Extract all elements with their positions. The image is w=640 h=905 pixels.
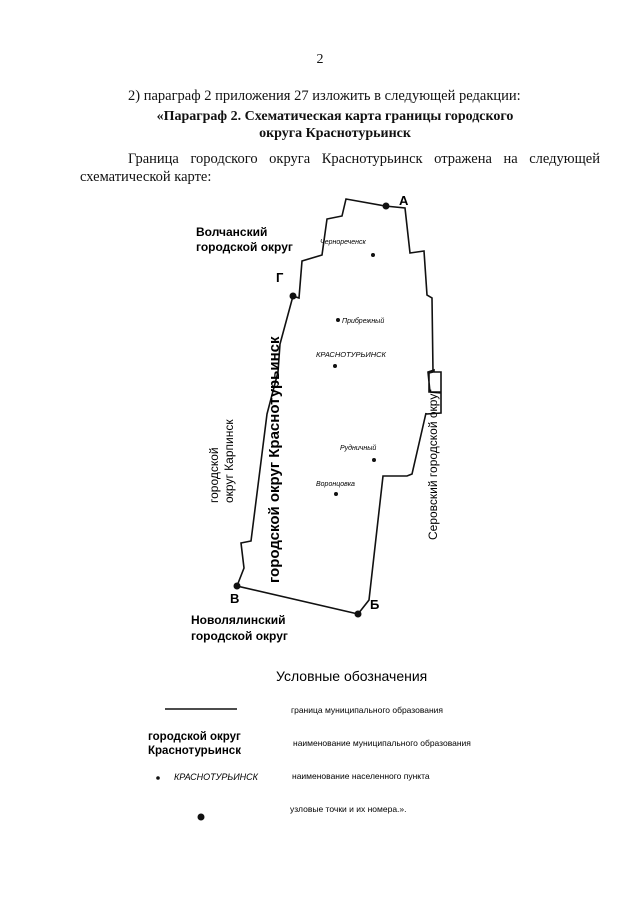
settlement-chernorechensk-label: Черноречeнск bbox=[320, 239, 367, 246]
neighbor-serov: Серовский городской округ bbox=[426, 389, 440, 540]
settlement-chernorechensk-dot bbox=[371, 253, 375, 257]
settlement-pribrezhny-label: Прибрежный bbox=[342, 317, 384, 325]
settlement-krasnoturinsk-label: КРАСНОТУРЬИНСК bbox=[316, 350, 387, 359]
legend-district-sample-line2: Краснотурьинск bbox=[148, 745, 241, 757]
legend-settlement-description: наименование населенного пункта bbox=[292, 771, 430, 781]
neighbor-novolyalinsky-line1: Новолялинский bbox=[191, 613, 286, 627]
neighbor-volchansky-line2: городской округ bbox=[196, 240, 293, 254]
node-g-point bbox=[289, 292, 297, 300]
neighbor-karpinsk-line2: округ Карпинск bbox=[222, 419, 236, 503]
neighbor-novolyalinsky-line2: городской округ bbox=[191, 629, 288, 643]
settlement-rudnichny-label: Рудничный bbox=[340, 444, 376, 452]
settlement-rudnichny-dot bbox=[372, 458, 376, 462]
amendment-line: 2) параграф 2 приложения 27 изложить в с… bbox=[128, 88, 521, 104]
legend-boundary-description: граница муниципального образования bbox=[291, 705, 443, 715]
page-number: 2 bbox=[316, 52, 324, 67]
legend-node-point bbox=[197, 813, 205, 821]
settlement-pribrezhny-dot bbox=[336, 318, 340, 322]
node-b-point bbox=[354, 610, 362, 618]
intro-paragraph: Граница городского округа Краснотурьинск… bbox=[80, 151, 600, 185]
district-name-label: городской округ Краснотурьинск bbox=[266, 336, 283, 583]
legend-title: Условные обозначения bbox=[276, 668, 427, 684]
heading-line-1: «Параграф 2. Схематическая карта границы… bbox=[156, 109, 514, 124]
heading-line-2: округа Краснотурьинск bbox=[259, 126, 411, 141]
settlement-vorontsovka-label: Воронцовка bbox=[316, 481, 355, 488]
node-a-label: А bbox=[399, 193, 409, 208]
municipal-boundary bbox=[235, 198, 442, 615]
node-a-point bbox=[382, 202, 390, 210]
settlement-vorontsovka-dot bbox=[334, 492, 338, 496]
node-g-label: Г bbox=[276, 270, 284, 285]
legend-node-description: узловые точки и их номера.». bbox=[290, 804, 407, 814]
node-v-label: В bbox=[230, 591, 239, 606]
node-b-label: Б bbox=[370, 597, 379, 612]
neighbor-volchansky-line1: Волчанский bbox=[196, 225, 267, 239]
legend-settlement-dot bbox=[156, 776, 160, 780]
section-heading: «Параграф 2. Схематическая карта границы… bbox=[100, 108, 570, 142]
settlement-krasnoturinsk-dot bbox=[333, 364, 337, 368]
legend-district-description: наименование муниципального образования bbox=[293, 738, 471, 748]
legend-settlement-sample: КРАСНОТУРЬИНСК bbox=[174, 772, 259, 782]
legend-district-sample-line1: городской округ bbox=[148, 731, 241, 743]
neighbor-karpinsk-line1: городской bbox=[207, 447, 221, 503]
node-v-point bbox=[233, 582, 241, 590]
